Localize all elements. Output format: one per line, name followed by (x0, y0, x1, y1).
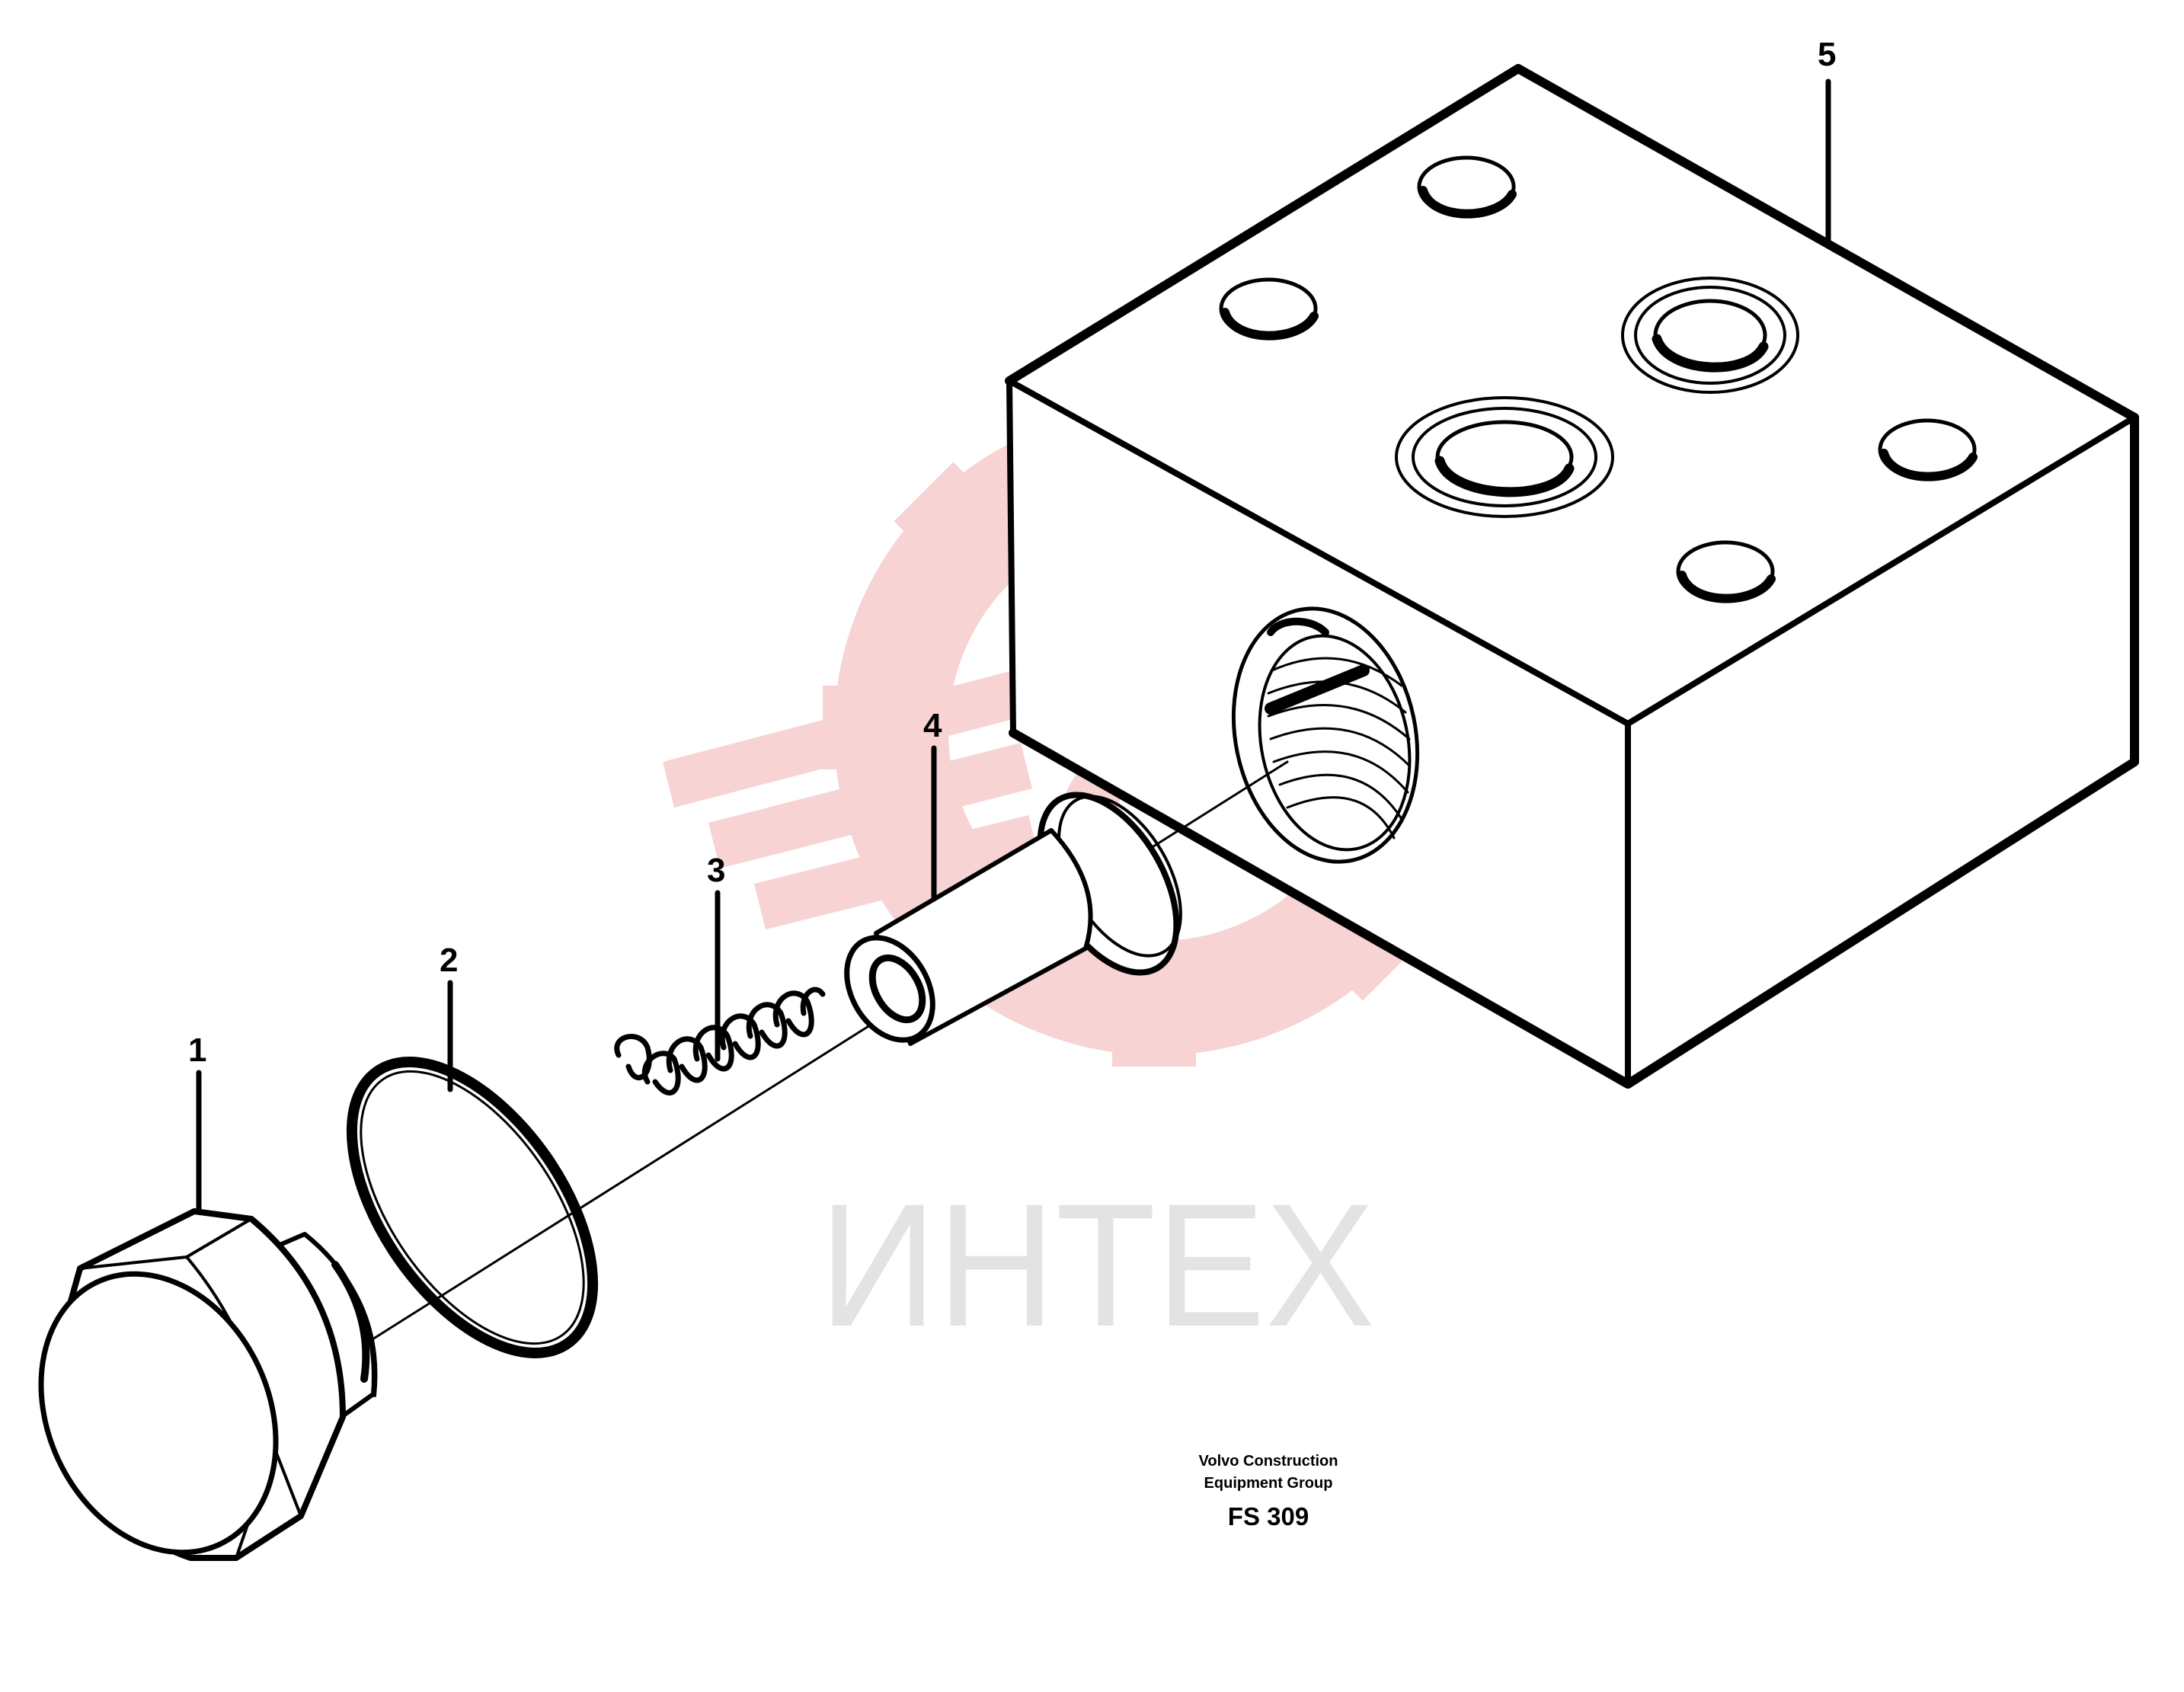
callout-5: 5 (1818, 36, 1836, 73)
block-port-small (1219, 277, 1319, 341)
callout-4: 4 (923, 707, 942, 744)
block-port-large (1395, 396, 1614, 518)
hex-plug (38, 1208, 378, 1561)
block-port-small (1417, 155, 1517, 219)
block-port-small (1878, 418, 1978, 481)
callout-1: 1 (188, 1032, 206, 1069)
footer-company-line1: Volvo Construction (1199, 1453, 1338, 1470)
block-port-large (1621, 277, 1799, 394)
spring (614, 987, 826, 1095)
watermark-text: ИНТЕХ (819, 1167, 1375, 1363)
valve-block (1005, 64, 2139, 1089)
block-port-small (1676, 540, 1776, 603)
callout-leaders (196, 78, 1831, 1214)
figure-code: FS 309 (1228, 1502, 1309, 1530)
callout-3: 3 (707, 852, 725, 889)
block-threaded-bore (1231, 606, 1420, 864)
valve-sleeve (844, 792, 1182, 1046)
o-ring (346, 1057, 599, 1358)
footer-company-line2: Equipment Group (1204, 1475, 1333, 1492)
callout-2: 2 (440, 942, 458, 979)
